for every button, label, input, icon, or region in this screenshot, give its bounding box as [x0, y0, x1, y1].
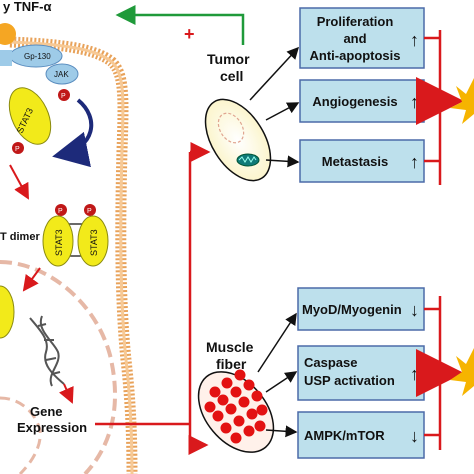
- muscle-outcome-star-icon: [450, 348, 474, 396]
- outcome-box-proliferation: Proliferation and Anti-apoptosis ↑: [299, 7, 425, 69]
- muscle-nuclei: [204, 369, 268, 444]
- mitochondrion-cristae: [238, 156, 257, 163]
- box-text: Angiogenesis: [312, 94, 397, 109]
- dimer-stat3-left: [42, 215, 74, 267]
- box-text: Caspase: [304, 355, 357, 370]
- plus-sign: +: [184, 24, 195, 44]
- jak-label: JAK: [54, 70, 69, 79]
- box-text: AMPK/mTOR: [304, 428, 385, 443]
- green-feedback-arrow: [115, 5, 245, 45]
- phosphorylation-arrow: [52, 98, 94, 168]
- transcription-arrow: [59, 383, 74, 404]
- receptor-stalk: [0, 50, 12, 66]
- nuclear-translocation-arrow: [22, 267, 41, 292]
- tumor-outcome-star-icon: [450, 78, 474, 124]
- outcome-box-metastasis: Metastasis ↑: [299, 139, 425, 183]
- ligand-circle: [0, 23, 16, 45]
- muscle-label-line2: fiber: [216, 356, 247, 372]
- cell-membrane-inner: [9, 40, 134, 474]
- outcome-box-myod: MyoD/Myogenin ↓: [297, 287, 425, 331]
- dimer-stat3-right-label: STAT3: [89, 229, 99, 256]
- nucleus-inner-outline: [0, 396, 42, 474]
- phospho-stat3: [12, 142, 24, 154]
- stat3-monomer: [8, 87, 52, 145]
- up-arrow-icon: ↑: [410, 364, 419, 384]
- dimerization-arrow: [9, 164, 29, 200]
- dimer-phospho-left: [55, 204, 67, 216]
- tumor-label-line2: cell: [220, 68, 243, 84]
- dimer-stat3-left-label: STAT3: [54, 229, 64, 256]
- up-arrow-icon: ↑: [410, 92, 419, 112]
- dimer-stat3-right: [77, 215, 109, 267]
- tumor-arrow-3: [265, 155, 300, 168]
- dimer-phospho-left-label: P: [58, 208, 63, 215]
- box-text: Proliferation: [317, 14, 394, 29]
- down-arrow-icon: ↓: [410, 300, 419, 320]
- nucleus-outline: [0, 260, 117, 474]
- tumor-cell: [204, 98, 272, 182]
- down-arrow-icon: ↓: [410, 426, 419, 446]
- box-text: USP activation: [304, 373, 395, 388]
- up-arrow-icon: ↑: [410, 30, 419, 50]
- tumor-arrow-2: [265, 102, 300, 121]
- up-arrow-icon: ↑: [410, 152, 419, 172]
- muscle-arrow-3: [265, 425, 298, 438]
- box-text: and: [343, 31, 366, 46]
- muscle-connector-bracket: [424, 296, 442, 450]
- muscle-arrow-2: [265, 371, 298, 393]
- dna-helix-icon: [29, 315, 65, 387]
- gene-label-line1: Gene: [30, 404, 63, 419]
- nuclear-stat3: [0, 285, 15, 339]
- box-text: MyoD/Myogenin: [302, 302, 402, 317]
- tumor-connector-bracket: [424, 30, 454, 185]
- outcome-box-ampk: AMPK/mTOR ↓: [297, 411, 425, 459]
- outcome-box-caspase: Caspase USP activation ↑: [297, 345, 425, 401]
- box-text: Metastasis: [322, 154, 388, 169]
- tumor-arrow-1: [249, 46, 300, 101]
- muscle-arrow-1: [257, 312, 297, 373]
- muscle-label-line1: Muscle: [206, 339, 254, 355]
- dimer-phospho-right: [84, 204, 96, 216]
- tumor-nucleus: [217, 112, 245, 144]
- phospho-jak-label: P: [61, 93, 66, 100]
- phospho-stat3-label: P: [15, 146, 20, 153]
- gene-label-line2: Expression: [17, 420, 87, 435]
- tumor-label-line1: Tumor: [207, 51, 250, 67]
- outcome-box-angiogenesis: Angiogenesis ↑: [299, 79, 425, 123]
- cytokine-label: y TNF-α: [3, 0, 51, 14]
- jak-kinase: [45, 63, 79, 85]
- phospho-jak: [58, 89, 70, 101]
- dimer-phospho-right-label: P: [87, 208, 92, 215]
- box-text: Anti-apoptosis: [310, 48, 401, 63]
- gp130-label: Gp-130: [24, 52, 51, 61]
- dimer-label: T dimer: [0, 231, 40, 243]
